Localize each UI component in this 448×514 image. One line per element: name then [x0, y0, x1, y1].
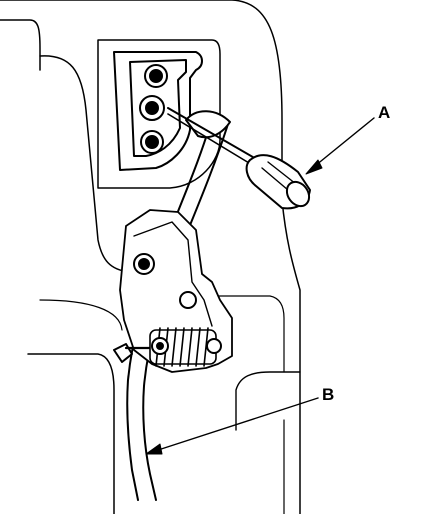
callout-b-leader	[145, 397, 319, 455]
callout-b-label: B	[322, 385, 334, 404]
lower-hinge	[113, 209, 233, 373]
callout-a-leader	[305, 117, 375, 175]
callout-a-label: A	[378, 103, 390, 122]
upper-hinge	[97, 39, 221, 189]
pin-punch-tool	[167, 107, 311, 210]
body-panel-outline	[0, 0, 301, 514]
